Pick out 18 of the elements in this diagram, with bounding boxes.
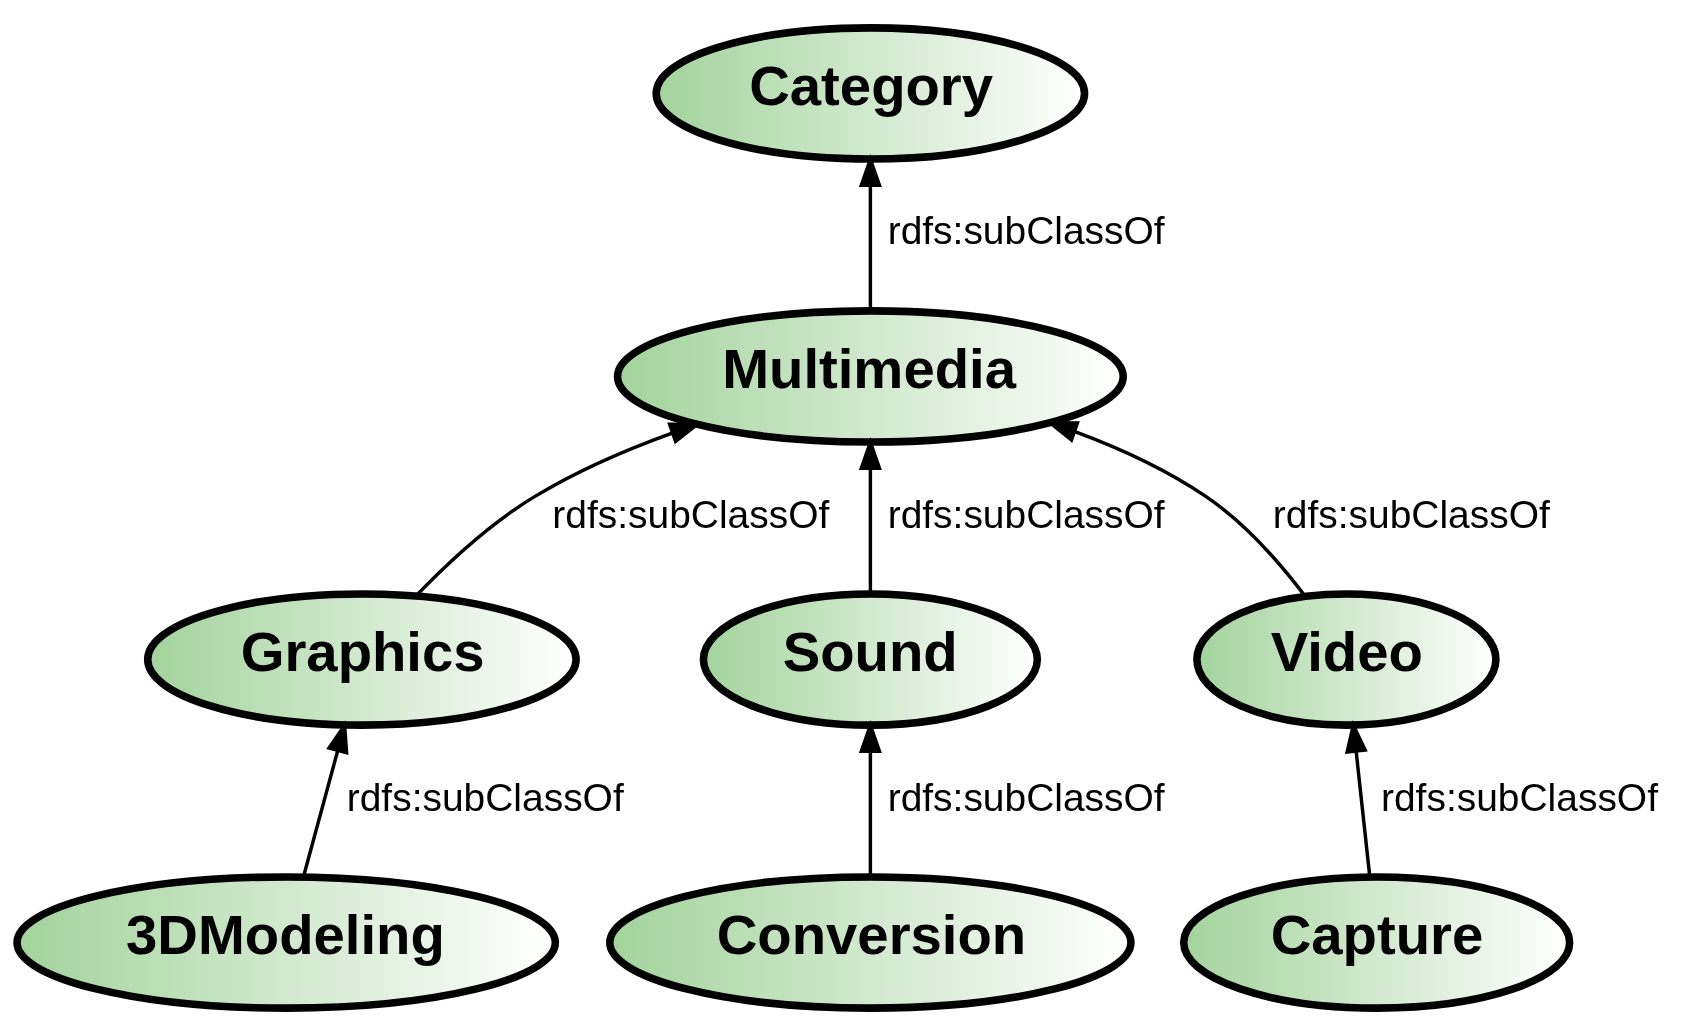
node-ellipse: 3DModeling (13, 873, 560, 1012)
edge-label: rdfs:subClassOf (552, 492, 830, 536)
arrow (1344, 720, 1372, 877)
node-ellipse: Sound (699, 590, 1042, 729)
edge-label: rdfs:subClassOf (887, 492, 1165, 536)
node-ellipse: Category (652, 24, 1089, 163)
edge-label: rdfs:subClassOf (887, 209, 1165, 253)
arrow (858, 720, 882, 877)
edge-label: rdfs:subClassOf (1381, 775, 1658, 819)
arrow (301, 720, 349, 877)
edge-label: rdfs:subClassOf (887, 775, 1165, 819)
node-ellipse: Graphics (143, 590, 580, 729)
node-ellipse: Video (1193, 590, 1500, 729)
edge-label: rdfs:subClassOf (1272, 492, 1550, 536)
edge-label: rdfs:subClassOf (346, 775, 624, 819)
node-ellipse: Capture (1179, 873, 1574, 1012)
node-ellipse: Conversion (606, 873, 1135, 1012)
arrow (858, 437, 882, 594)
